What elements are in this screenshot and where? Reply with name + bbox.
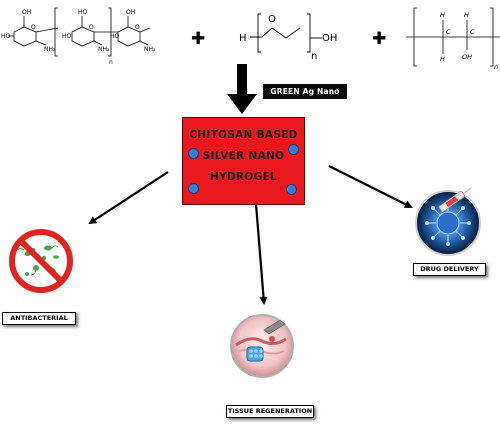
center-box-line-1: CHITOSAN BASED bbox=[189, 129, 298, 141]
down-arrow bbox=[227, 64, 257, 114]
pva-c-1: C bbox=[446, 28, 451, 36]
arrow-to-antibacterial bbox=[88, 171, 169, 225]
chitosan-o-3: O bbox=[135, 24, 140, 31]
tissue-regeneration-icon bbox=[230, 314, 294, 378]
nanoparticle-dot bbox=[286, 184, 297, 195]
arrow-to-tissue bbox=[254, 203, 268, 305]
pva-n: n bbox=[494, 63, 498, 71]
peg-structure: H O n OH bbox=[239, 13, 337, 62]
chitosan-hydrogel-box: CHITOSAN BASED SILVER NANO HYDROGEL bbox=[182, 117, 305, 205]
chitosan-oh-1: OH bbox=[22, 9, 31, 16]
chitosan-oh-2: HO bbox=[78, 9, 88, 16]
center-box-line-3: HYDROGEL bbox=[210, 171, 277, 183]
chitosan-structure bbox=[8, 7, 151, 57]
chitosan-nh2-1: NH₂ bbox=[44, 46, 56, 53]
nanoparticle-dot bbox=[188, 183, 199, 194]
center-box-line-2: SILVER NANO bbox=[202, 150, 285, 162]
pva-h-3: H bbox=[440, 55, 445, 63]
chitosan-ho-left: HO bbox=[1, 33, 11, 40]
chitosan-o-2: O bbox=[89, 24, 94, 31]
nanoparticle-dot bbox=[188, 148, 199, 159]
chitosan-o-1: O bbox=[31, 24, 36, 31]
peg-oh: OH bbox=[322, 33, 337, 44]
arrow-to-drug bbox=[328, 165, 413, 208]
green-ag-nano-label: GREEN Ag Nano bbox=[263, 84, 347, 99]
no-bacteria-icon bbox=[9, 229, 73, 293]
chitosan-n-sub: n bbox=[109, 59, 113, 66]
pva-labels: H H C C H OH n bbox=[440, 11, 498, 71]
chitosan-ho-mid: HO bbox=[62, 33, 72, 40]
virus-syringe-icon bbox=[415, 187, 481, 256]
peg-h: H bbox=[239, 33, 247, 44]
chitosan-oh-3: OH bbox=[126, 9, 135, 16]
pva-structure bbox=[406, 7, 500, 67]
antibacterial-label: ANTIBACTERIAL bbox=[2, 312, 76, 325]
tissue-regeneration-label: TISSUE REGENERATION bbox=[226, 405, 314, 418]
pva-c-2: C bbox=[470, 28, 475, 36]
drug-delivery-label: DRUG DELIVERY bbox=[413, 263, 486, 276]
nanoparticle-dot bbox=[288, 144, 299, 155]
pva-h-1: H bbox=[440, 11, 445, 19]
peg-n: n bbox=[311, 51, 317, 62]
chitosan-nh2-2: NH₂ bbox=[98, 46, 110, 53]
pva-h-2: H bbox=[464, 11, 469, 19]
chitosan-nh2-3: NH₂ bbox=[144, 46, 156, 53]
pva-oh: OH bbox=[462, 53, 472, 61]
peg-o: O bbox=[268, 14, 276, 25]
plus-icon-2: ✚ bbox=[372, 29, 386, 49]
plus-icon-1: ✚ bbox=[191, 29, 205, 49]
chitosan-labels: OH HO O NH₂ HO O HO NH₂ n OH O HO NH₂ bbox=[1, 9, 156, 66]
chitosan-ho-right: HO bbox=[110, 33, 120, 40]
